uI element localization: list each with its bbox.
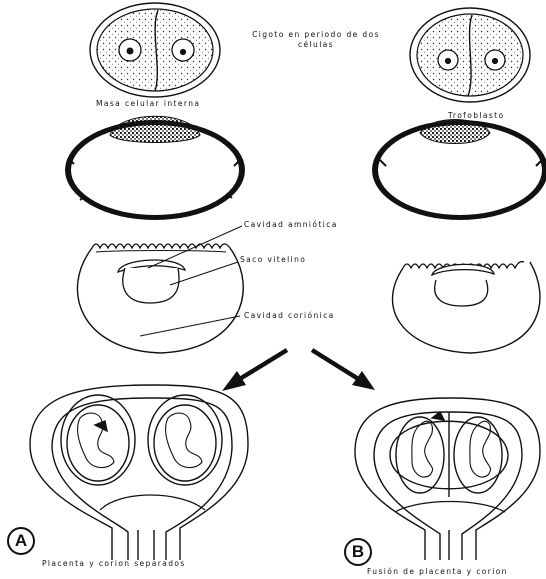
uterus-a — [30, 385, 248, 560]
uterus-b — [355, 398, 540, 560]
chorionic-sac-right — [393, 262, 540, 353]
zygote-right — [410, 8, 530, 102]
caption-a: Placenta y corion separados — [42, 559, 186, 568]
zygote-left — [90, 3, 220, 97]
label-chorionic-cavity: Cavidad coriónica — [244, 311, 335, 320]
label-amniotic-cavity: Cavidad amniótica — [244, 220, 338, 229]
caption-b: Fusión de placenta y corion — [367, 567, 508, 576]
split-arrows — [222, 350, 375, 391]
label-inner-cell-mass: Masa celular interna — [96, 99, 200, 108]
blastocyst-left — [65, 116, 245, 220]
label-zygote: Cigoto en periodo de dos células — [236, 30, 396, 50]
label-yolk-sac: Saco vitelino — [240, 255, 306, 264]
label-trophoblast: Trofoblasto — [448, 111, 505, 120]
blastocyst-right — [372, 120, 546, 221]
panel-b-marker: B — [344, 538, 372, 566]
panel-a-marker: A — [7, 527, 35, 555]
chorionic-sac-left — [77, 226, 243, 353]
